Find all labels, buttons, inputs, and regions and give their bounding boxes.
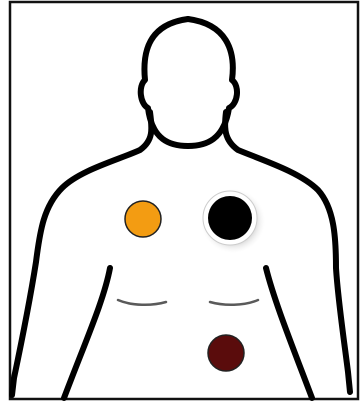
marker-lower — [208, 335, 244, 371]
frame-border — [10, 2, 358, 399]
marker-upper-left — [125, 201, 161, 237]
marker-upper-right — [208, 196, 252, 240]
